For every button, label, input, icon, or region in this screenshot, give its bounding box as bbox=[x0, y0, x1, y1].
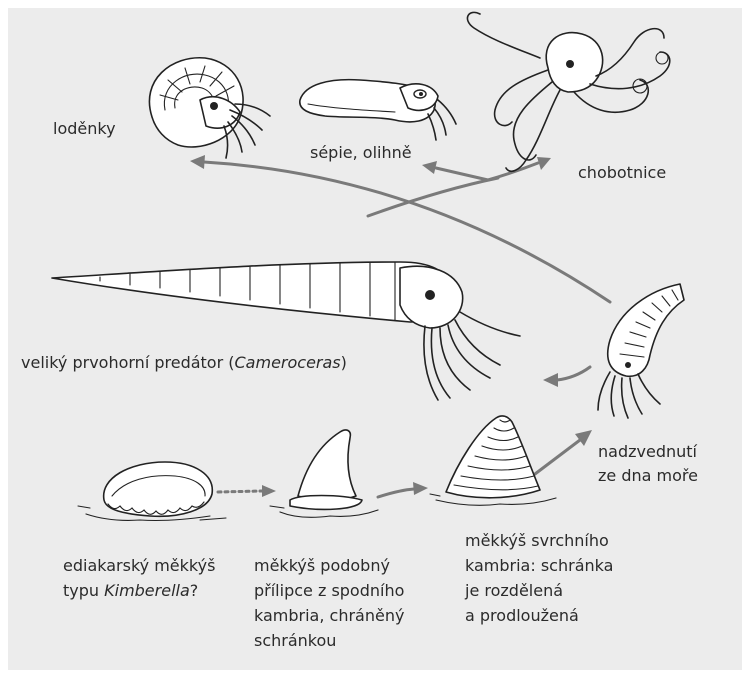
label-kimberella-line1: ediakarský měkkýš bbox=[63, 554, 215, 578]
label-limpet-line2: přílipce z spodního bbox=[254, 579, 404, 603]
label-kimberella-suffix: ? bbox=[190, 581, 199, 600]
label-lift-line2: ze dna moře bbox=[598, 464, 698, 488]
nautilus-figure bbox=[149, 58, 270, 158]
cameroceras-figure bbox=[52, 262, 520, 400]
label-upper-line2: kambria: schránka bbox=[465, 554, 613, 578]
arrowhead-to-sepia bbox=[422, 161, 437, 174]
evolution-diagram-panel: loděnky sépie, olihně chobotnice veliký … bbox=[8, 8, 742, 670]
label-nautilus: loděnky bbox=[53, 117, 116, 141]
arrowhead-limpet-to-upper bbox=[413, 482, 428, 495]
arrow-to-sepia bbox=[436, 168, 488, 180]
label-upper-line1: měkkýš svrchního bbox=[465, 529, 609, 553]
label-cameroceras: veliký prvohorní predátor (Cameroceras) bbox=[21, 351, 347, 375]
label-sepia: sépie, olihně bbox=[310, 141, 412, 165]
label-limpet-line1: měkkýš podobný bbox=[254, 554, 390, 578]
label-upper-line4: a prodloužená bbox=[465, 604, 579, 628]
label-limpet-line3: kambria, chráněný bbox=[254, 604, 404, 628]
label-octopus: chobotnice bbox=[578, 161, 666, 185]
label-kimberella-prefix: typu bbox=[63, 581, 104, 600]
label-cameroceras-suffix: ) bbox=[341, 353, 347, 372]
evolution-arrows bbox=[190, 155, 610, 497]
cuttlefish-figure bbox=[300, 80, 456, 140]
label-kimberella-line2: typu Kimberella? bbox=[63, 579, 198, 603]
octopus-figure bbox=[467, 12, 669, 171]
kimberella-figure bbox=[78, 462, 226, 521]
arrowhead-to-octopus bbox=[537, 157, 551, 170]
arrowhead-kimberella-to-limpet bbox=[262, 485, 276, 497]
arrowhead-trunk-to-nautilus bbox=[190, 155, 205, 169]
label-cameroceras-prefix: veliký prvohorní predátor ( bbox=[21, 353, 235, 372]
label-kimberella-genus: Kimberella bbox=[104, 581, 190, 600]
upright-cephalopod-figure bbox=[598, 284, 684, 418]
arrow-lifted-to-cameroceras bbox=[557, 367, 590, 380]
label-lift-line1: nadzvednutí bbox=[598, 440, 697, 464]
arrow-upper-to-lifted bbox=[535, 440, 580, 474]
arrow-kimberella-to-limpet bbox=[218, 491, 262, 492]
label-upper-line3: je rozdělená bbox=[465, 579, 563, 603]
arrow-limpet-to-upper bbox=[378, 489, 414, 497]
limpet-figure bbox=[270, 430, 378, 517]
label-cameroceras-genus: Cameroceras bbox=[235, 353, 341, 372]
septate-cone-figure bbox=[430, 416, 556, 505]
label-limpet-line4: schránkou bbox=[254, 629, 336, 653]
arrowhead-lifted-to-cameroceras bbox=[543, 373, 558, 387]
